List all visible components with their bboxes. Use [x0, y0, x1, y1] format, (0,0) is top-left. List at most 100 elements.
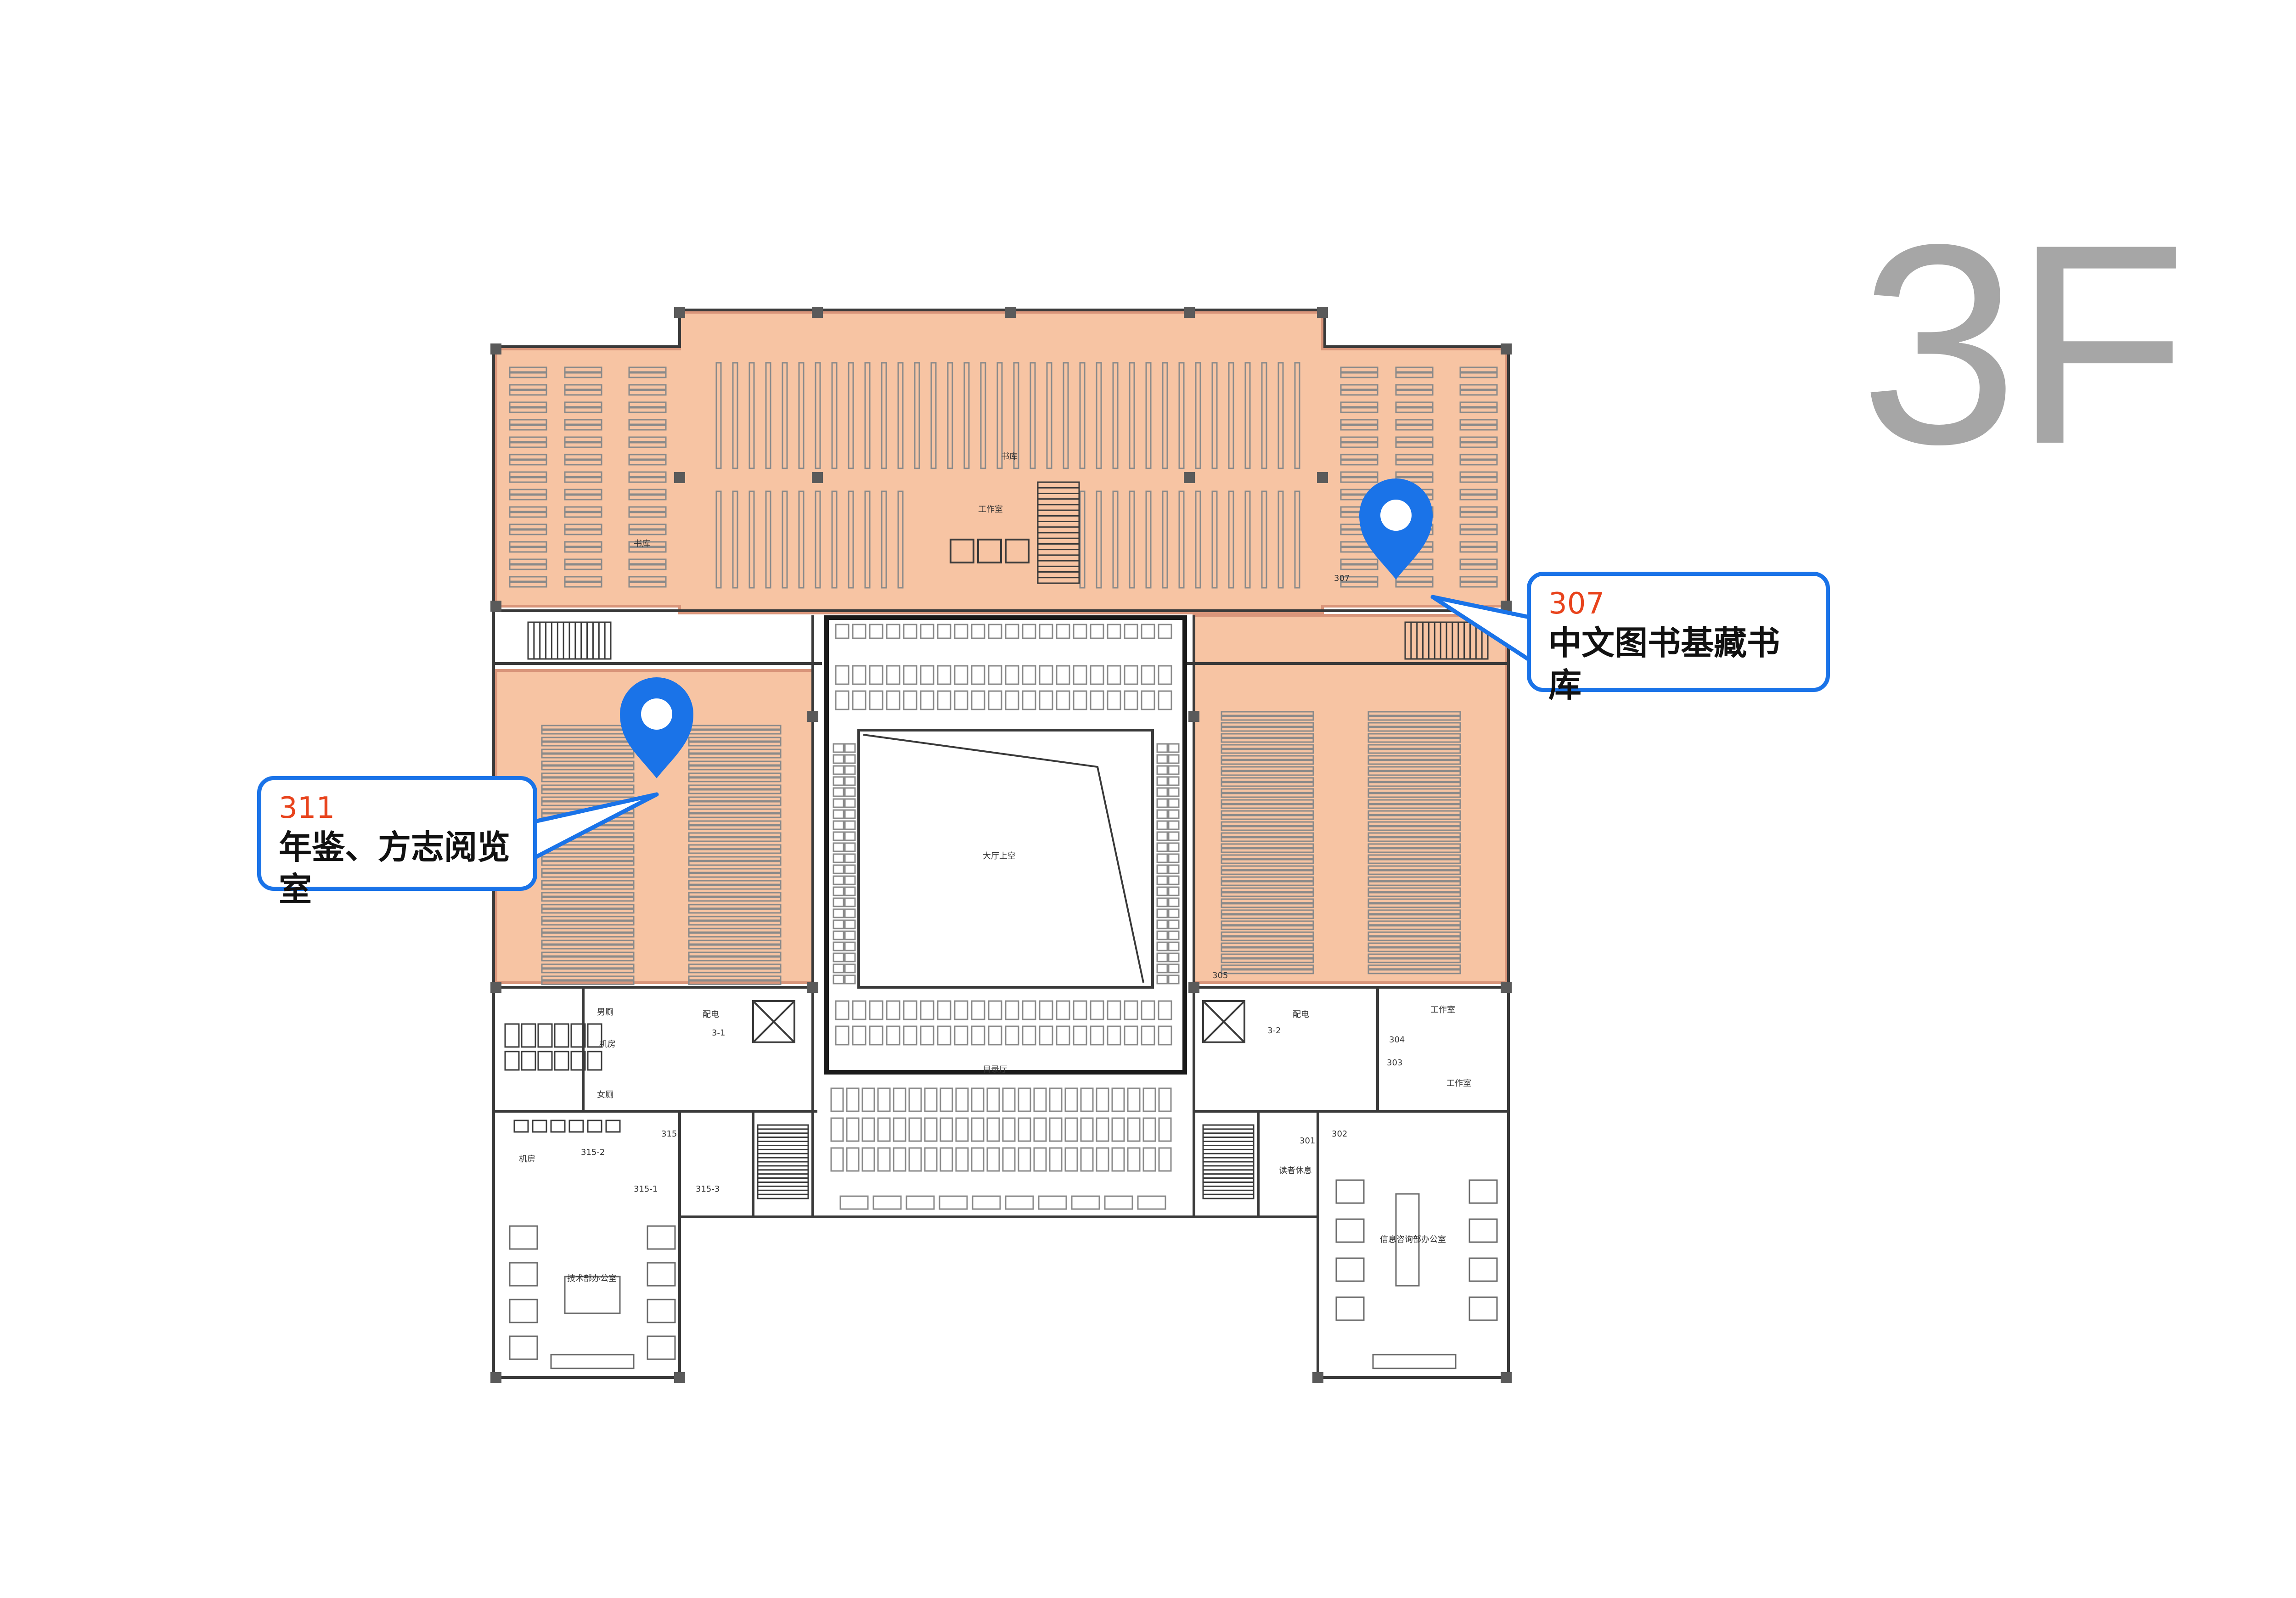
chair — [1168, 820, 1180, 830]
table — [988, 665, 1002, 685]
shelf — [1221, 793, 1314, 798]
shelf — [1221, 892, 1314, 897]
shelf — [564, 489, 602, 495]
shelf — [963, 362, 970, 469]
table — [971, 1147, 985, 1172]
shelf — [1459, 529, 1498, 535]
shelf — [1459, 546, 1498, 553]
label-303: 303 — [1387, 1058, 1402, 1068]
shelf — [1221, 711, 1314, 716]
shelf — [1395, 419, 1434, 425]
shelf — [509, 442, 547, 448]
shelf — [1221, 755, 1314, 760]
label-hall: 大厅上空 — [983, 851, 1016, 861]
chair — [1168, 886, 1180, 896]
stall — [521, 1023, 536, 1048]
shelf — [1129, 362, 1135, 469]
chair — [1156, 754, 1168, 764]
table — [1158, 1025, 1172, 1046]
column — [1317, 307, 1328, 318]
callout-311[interactable]: 311 年鉴、方志阅览室 — [257, 776, 537, 909]
shelf — [688, 920, 782, 926]
shelf — [1459, 401, 1498, 408]
shelf — [732, 490, 738, 589]
chair — [844, 963, 856, 973]
table — [1090, 1000, 1104, 1020]
shelf — [628, 541, 667, 547]
column — [1317, 472, 1328, 483]
table — [877, 1087, 891, 1112]
shelf — [1221, 766, 1314, 771]
table — [986, 1087, 1000, 1112]
shelf — [688, 741, 782, 747]
chair — [1141, 624, 1155, 639]
column — [1188, 711, 1199, 722]
table — [846, 1117, 860, 1142]
shelf — [509, 477, 547, 483]
shelf — [1340, 372, 1379, 378]
table — [1022, 1000, 1036, 1020]
chair — [971, 624, 985, 639]
shelf — [864, 362, 871, 469]
table — [1022, 665, 1036, 685]
zone-north-stacks[interactable] — [495, 311, 1508, 614]
shelf — [1459, 471, 1498, 478]
shelf — [509, 564, 547, 570]
shelf — [1367, 942, 1461, 948]
shelf — [628, 366, 667, 373]
zone-east[interactable] — [1193, 614, 1508, 984]
shelf — [1459, 494, 1498, 501]
chair — [833, 886, 844, 896]
shelf — [996, 362, 1003, 469]
shelf — [1221, 744, 1314, 749]
table — [1090, 1025, 1104, 1046]
chair — [833, 754, 844, 764]
table — [861, 1087, 875, 1112]
table — [971, 1025, 985, 1046]
table — [1002, 1087, 1016, 1112]
chair — [833, 908, 844, 918]
chair — [920, 624, 934, 639]
location-pin-icon[interactable] — [1359, 478, 1433, 580]
table — [886, 665, 900, 685]
desk — [647, 1225, 676, 1250]
shelf — [509, 523, 547, 530]
chair — [1124, 624, 1138, 639]
table — [1073, 1000, 1087, 1020]
table — [1127, 1147, 1141, 1172]
shelf — [947, 362, 953, 469]
shelf — [1340, 454, 1379, 460]
shelf — [564, 546, 602, 553]
shelf — [541, 856, 635, 861]
chair — [844, 842, 856, 852]
table — [971, 1117, 985, 1142]
shelf — [1221, 788, 1314, 793]
chair — [1168, 765, 1180, 775]
shelf — [1221, 748, 1314, 754]
chair — [844, 864, 856, 874]
shelf — [1221, 837, 1314, 842]
table — [920, 690, 934, 710]
table — [1124, 690, 1138, 710]
callout-307[interactable]: 307 中文图书基藏书库 — [1527, 572, 1830, 704]
shelf — [628, 477, 667, 483]
shelf — [1367, 733, 1461, 738]
atrium-tables — [833, 624, 1180, 1046]
shelf — [541, 928, 635, 933]
chair — [1005, 624, 1019, 639]
shelf — [1459, 424, 1498, 431]
shelf — [688, 765, 782, 771]
bench — [1104, 1195, 1133, 1210]
shelf — [864, 490, 871, 589]
shelf — [1459, 454, 1498, 460]
table — [1141, 665, 1155, 685]
shelf — [509, 436, 547, 443]
location-pin-icon[interactable] — [620, 677, 693, 778]
shelf — [541, 760, 635, 766]
shelf — [1367, 969, 1461, 974]
table — [1111, 1147, 1125, 1172]
shelf — [1367, 826, 1461, 831]
chair — [833, 864, 844, 874]
shelf — [564, 454, 602, 460]
stall — [537, 1023, 553, 1048]
